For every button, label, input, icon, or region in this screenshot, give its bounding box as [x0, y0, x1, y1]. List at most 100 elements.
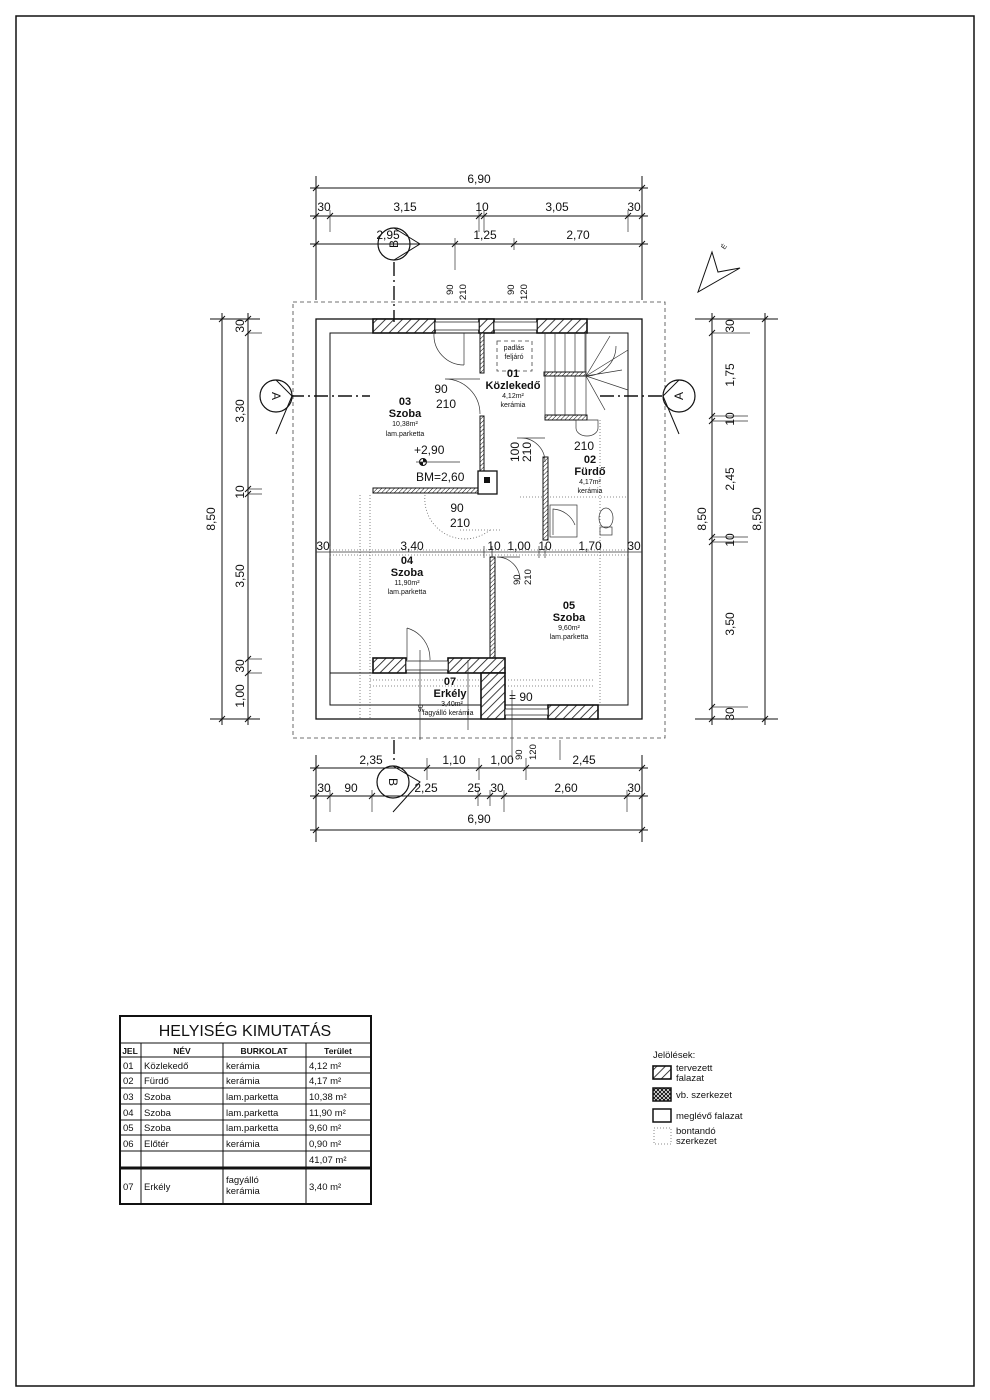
section-label: A: [672, 392, 686, 400]
opening-height: 210: [458, 284, 469, 300]
legend-title: Jelölések:: [653, 1050, 695, 1061]
room-name: Erkély: [433, 688, 467, 700]
partition-wall: [479, 415, 485, 472]
table-total-area: 41,07 m²: [309, 1155, 347, 1166]
balcony-width: = 90: [509, 690, 533, 704]
dim-label: 30: [233, 319, 247, 333]
parapet-height: BM=2,60: [416, 470, 465, 484]
table-cell: kerámia: [226, 1186, 261, 1197]
legend-new-wall-swatch: [652, 1065, 672, 1080]
opening-height: 210: [450, 516, 470, 530]
dim-label: 30: [233, 659, 247, 673]
table-cell: 04: [123, 1108, 134, 1119]
attic-access: [496, 340, 533, 372]
dim-label: 1,00: [507, 539, 531, 553]
dim-label: 1,00: [233, 684, 247, 708]
section-label: B: [387, 240, 401, 248]
section-marker-b-top: B: [377, 227, 421, 261]
dimensions-bottom: 2,35 1,10 1,00 2,45 30 90 2,25 25 30 2,6…: [310, 753, 648, 842]
legend-label: bontandó: [676, 1126, 716, 1137]
dim-label: 90: [344, 781, 358, 795]
room-area: 10,38m²: [392, 421, 418, 428]
balcony-side: 90: [418, 704, 425, 712]
room-area: 3,40m²: [441, 701, 463, 708]
room-number: 07: [444, 676, 456, 688]
opening-width: 90: [512, 574, 523, 585]
dim-label: 3,05: [545, 200, 569, 214]
dimensions-left: 8,50 30 3,30 10 3,50 30 1,00: [204, 313, 262, 725]
legend-concrete-swatch: [652, 1087, 672, 1102]
room-label-07: 07 Erkély 3,40m² fagyálló kerámia: [423, 676, 474, 717]
room-name: Közlekedő: [485, 380, 540, 392]
table-cell: Szoba: [144, 1092, 172, 1103]
dim-label: 2,70: [566, 228, 590, 242]
table-cell: Szoba: [144, 1108, 172, 1119]
window: [493, 321, 538, 331]
dim-label: 25: [467, 781, 481, 795]
window: [434, 321, 480, 331]
dim-label: 3,15: [393, 200, 417, 214]
room-area: 11,90m²: [394, 580, 420, 587]
opening-height: 210: [574, 439, 594, 453]
chimney-flue: [484, 477, 490, 483]
dim-label: 2,60: [554, 781, 578, 795]
dimensions-inner: 30 3,40 10 1,00 10 1,70 30: [316, 539, 642, 558]
toilet: [598, 507, 614, 529]
dim-label: 10: [723, 412, 737, 426]
table-cell: fagyálló: [226, 1175, 259, 1186]
section-marker-a-left: A: [259, 379, 293, 435]
opening-width: 90: [514, 749, 525, 760]
dim-label: 1,25: [473, 228, 497, 242]
room-floor: kerámia: [501, 402, 526, 409]
dim-label: 3,50: [233, 564, 247, 588]
floor-plan: padlás feljáró: [290, 262, 666, 760]
room-floor: fagyálló kerámia: [423, 710, 474, 717]
attic-access-label: padlás: [504, 345, 525, 352]
table-cell: lam.parketta: [226, 1123, 279, 1134]
dim-label: 2,45: [572, 753, 596, 767]
bathroom-wall: [542, 456, 549, 541]
room-schedule-table: HELYISÉG KIMUTATÁS JEL NÉV BURKOLAT Terü…: [119, 1015, 372, 1205]
dim-label: 30: [627, 200, 641, 214]
section-label: A: [269, 392, 283, 400]
section-label: B: [386, 778, 400, 786]
dim-label: 30: [316, 539, 330, 553]
table-cell: 05: [123, 1123, 134, 1134]
dim-label: 10: [233, 485, 247, 499]
table-cell: 01: [123, 1061, 134, 1072]
table-cell: 06: [123, 1139, 134, 1150]
table-cell: 11,90 m²: [309, 1108, 346, 1119]
dim-label: 1,00: [490, 753, 514, 767]
table-cell: 0,90 m²: [309, 1139, 341, 1150]
room-name: Szoba: [389, 408, 422, 420]
legend-demolish-swatch: [653, 1127, 672, 1145]
room-floor: kerámia: [578, 488, 603, 495]
north-label: É: [719, 242, 729, 251]
new-wall: [536, 318, 588, 334]
dim-label: 10: [723, 533, 737, 547]
table-cell: 02: [123, 1076, 134, 1087]
dim-label: 10: [538, 539, 552, 553]
opening-height: 120: [519, 284, 530, 300]
dim-label: 1,10: [442, 753, 466, 767]
room-floor: lam.parketta: [386, 431, 425, 438]
table-cell: 07: [123, 1182, 134, 1193]
dim-label: 2,95: [376, 228, 400, 242]
opening-height: 210: [523, 569, 534, 585]
table-cell: kerámia: [226, 1139, 261, 1150]
bathroom-fixtures: [549, 419, 614, 538]
opening-width: 90: [450, 501, 464, 515]
table-cell: 10,38 m²: [309, 1092, 347, 1103]
dim-label: 30: [317, 200, 331, 214]
partition-wall: [479, 332, 485, 374]
table-cell: Közlekedő: [144, 1061, 188, 1072]
room-name: Szoba: [553, 612, 586, 624]
opening-width: 100: [508, 442, 522, 462]
new-wall: [372, 657, 407, 674]
table-cell: 4,12 m²: [309, 1061, 341, 1072]
table-cell: lam.parketta: [226, 1092, 279, 1103]
room-number: 01: [507, 368, 519, 380]
staircase: [544, 333, 629, 416]
opening-labels: 90 210 90 120 90 210 100 210 210 90 210 …: [418, 284, 594, 760]
